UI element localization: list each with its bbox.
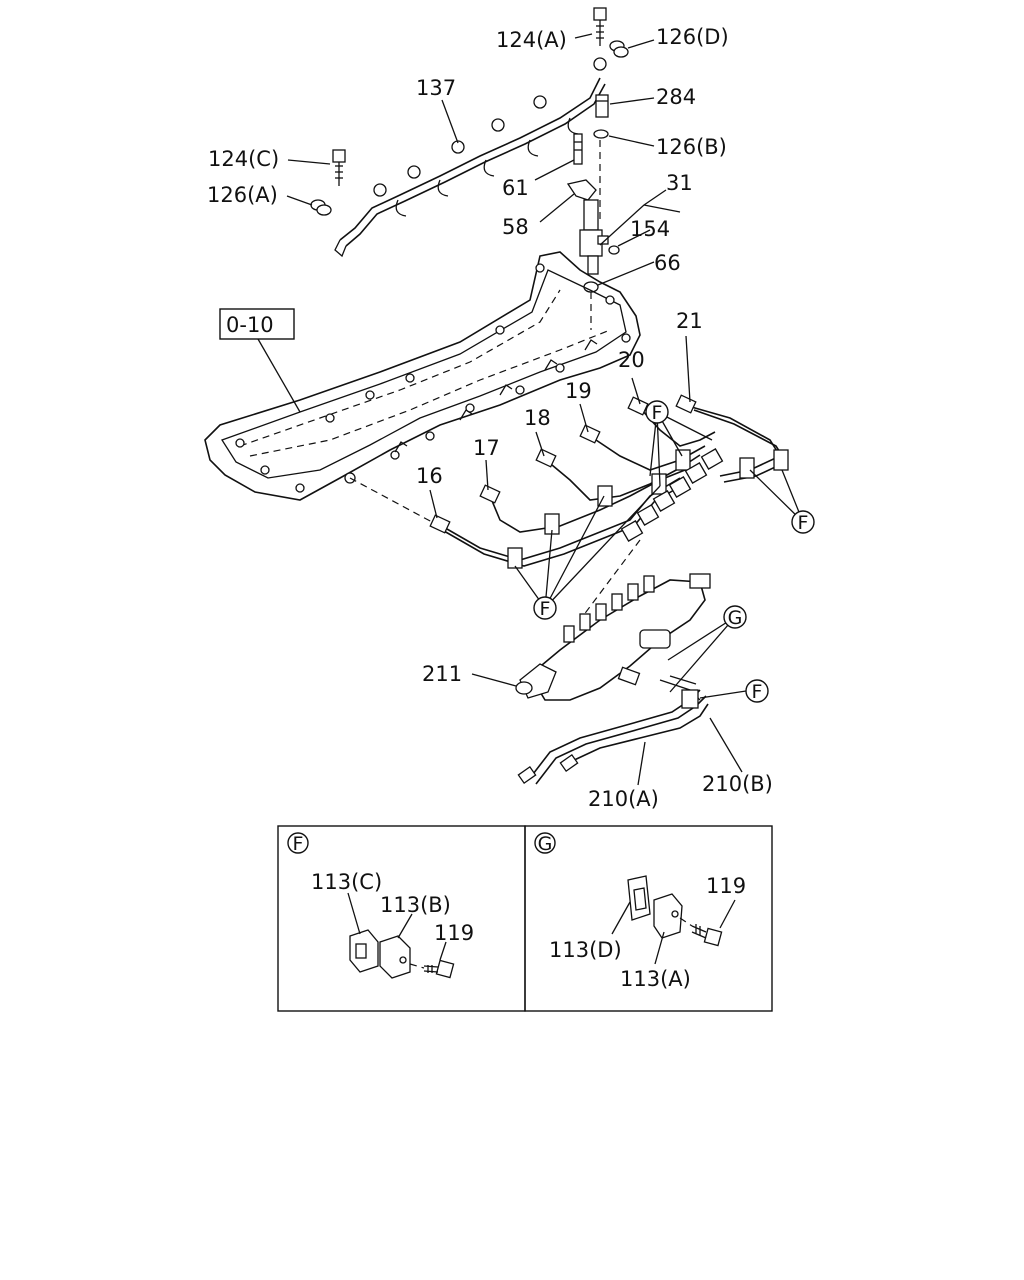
label-210a: 210(A) <box>588 787 659 811</box>
cover-bolt-holes <box>235 263 631 493</box>
bolt-119-f <box>423 959 455 979</box>
label-210b: 210(B) <box>702 772 773 796</box>
label-119-g: 119 <box>706 874 746 898</box>
callout-g-pump: G <box>723 605 747 629</box>
label-126d: 126(D) <box>656 25 729 49</box>
label-211: 211 <box>422 662 462 686</box>
injection-pump-211 <box>515 573 711 701</box>
callout-f-top: F <box>645 400 669 424</box>
label-61: 61 <box>502 176 529 200</box>
label-113a: 113(A) <box>620 967 691 991</box>
label-21: 21 <box>676 309 703 333</box>
leader-lines <box>286 33 804 786</box>
label-126a: 126(A) <box>207 183 278 207</box>
label-17: 17 <box>473 436 500 460</box>
banjo-bolt-124a <box>593 7 607 71</box>
clamp-113b <box>379 935 411 979</box>
label-113c: 113(C) <box>311 870 382 894</box>
callout-f-pump: F <box>745 679 769 703</box>
label-126b: 126(B) <box>656 135 727 159</box>
detail-box-f: F 113(C) 113(B) 119 <box>277 825 526 1012</box>
label-284: 284 <box>656 85 696 109</box>
label-31: 31 <box>666 171 693 195</box>
label-16: 16 <box>416 464 443 488</box>
fuel-pipes-210 <box>517 675 709 785</box>
label-154: 154 <box>630 217 670 241</box>
injection-pipes <box>349 394 789 621</box>
gasket-126d <box>609 40 629 58</box>
label-137: 137 <box>416 76 456 100</box>
fuel-return-pipe-137 <box>334 77 606 258</box>
detail-g-marker: G <box>538 833 553 855</box>
label-18: 18 <box>524 406 551 430</box>
connector-284 <box>595 94 609 118</box>
label-113d: 113(D) <box>549 938 622 962</box>
clamp-58 <box>566 179 597 201</box>
label-124a: 124(A) <box>496 28 567 52</box>
callout-f-bottom: F <box>533 596 557 620</box>
callout-f-right: F <box>791 510 815 534</box>
label-113b: 113(B) <box>380 893 451 917</box>
clamp-113d <box>627 875 651 921</box>
pipe-fittings <box>429 394 697 534</box>
label-19: 19 <box>565 379 592 403</box>
detail-box-g: G 119 113(D) 113(A) <box>524 825 773 1012</box>
pump-delivery-valves <box>563 575 655 643</box>
callout-f-bottom-label: F <box>540 598 551 620</box>
pipe-clamps-f <box>507 449 789 569</box>
callout-g-pump-label: G <box>728 607 743 629</box>
detail-f-marker: F <box>293 833 304 855</box>
callout-f-right-label: F <box>798 512 809 534</box>
reference-label: 0-10 <box>226 313 274 337</box>
part-labels: 124(A) 126(D) 137 284 124(C) 126(B) 126(… <box>207 25 773 811</box>
label-20: 20 <box>618 348 645 372</box>
gasket-126a <box>310 199 332 216</box>
banjo-bolt-124c <box>332 149 346 186</box>
o-ring-154 <box>608 245 620 255</box>
label-124c: 124(C) <box>208 147 279 171</box>
clamp-113a <box>653 893 683 939</box>
rocker-cover-gasket <box>204 251 641 501</box>
clamp-113c <box>349 929 379 973</box>
bolt-119-g <box>691 924 723 947</box>
label-66: 66 <box>654 251 681 275</box>
pump-outlet-fittings <box>620 448 724 542</box>
callout-f-top-label: F <box>652 402 663 424</box>
gasket-126b <box>593 129 609 139</box>
label-58: 58 <box>502 215 529 239</box>
stud-61 <box>573 133 583 165</box>
reference-box-0-10: 0-10 <box>219 308 301 413</box>
callout-f-pump-label: F <box>752 681 763 703</box>
injector-31 <box>579 199 609 275</box>
label-119-f: 119 <box>434 921 474 945</box>
